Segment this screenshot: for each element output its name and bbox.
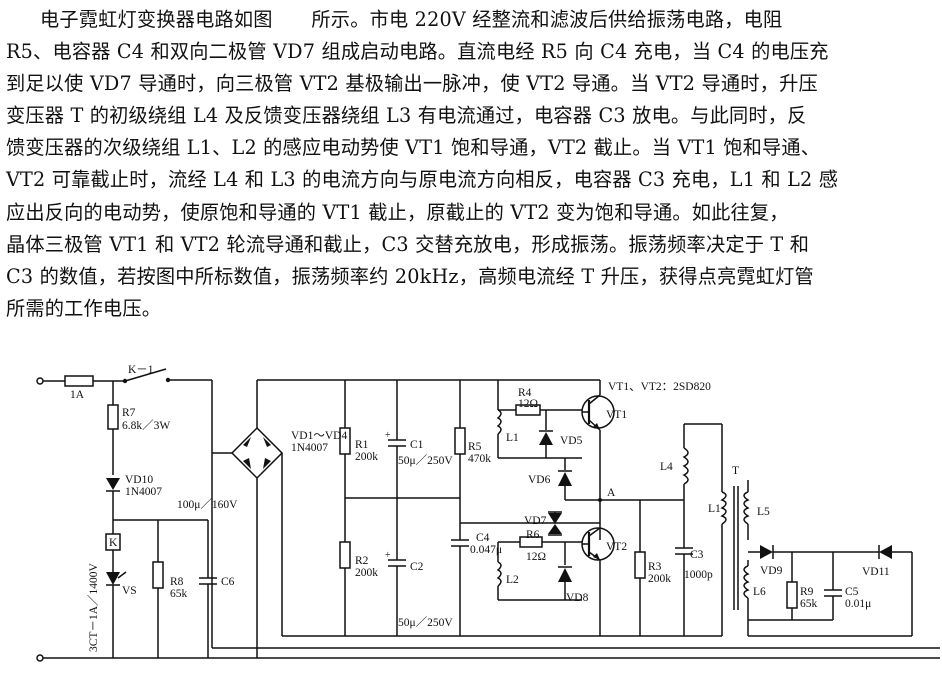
- r1-value: 200k: [355, 451, 378, 463]
- c1-label: C1: [410, 439, 424, 451]
- switch-label: K－1: [128, 364, 154, 376]
- description-line: 馈变压器的次级绕组 L1、L2 的感应电动势使 VT1 饱和导通，VT2 截止。…: [6, 136, 821, 160]
- c6-value: 100μ／160V: [177, 498, 238, 511]
- l5-label: L5: [757, 506, 770, 518]
- description-line: C3 的数值，若按图中所标数值，振荡频率约 20kHz，高频电流经 T 升压，获…: [6, 264, 814, 288]
- bridge-label: VD1～VD4: [291, 430, 347, 442]
- l6-label: L6: [753, 586, 766, 598]
- c6-label: C6: [221, 576, 235, 588]
- c4-label: C4: [476, 532, 490, 544]
- l2-label: L2: [506, 574, 519, 586]
- description-line: 所需的工作电压。: [6, 296, 162, 320]
- output-stage: VD9 VD11 R9 65k C5 0.01μ: [747, 545, 913, 637]
- t-label: T: [732, 465, 739, 477]
- vd8-label: VD8: [566, 592, 589, 604]
- vd10-value: 1N4007: [125, 486, 162, 498]
- r5-label: R5: [468, 441, 482, 453]
- r3-value: 200k: [648, 573, 671, 585]
- vd5-label: VD5: [560, 435, 583, 447]
- c3-label: C3: [690, 549, 704, 561]
- r2-label: R2: [355, 555, 369, 567]
- c4-value: 0.047μ: [470, 544, 502, 556]
- description-line: R5、电容器 C4 和双向二极管 VD7 组成启动电路。直流电经 R5 向 C4…: [6, 40, 829, 64]
- l4-coil: L4: [660, 423, 722, 500]
- description-text: 电子霓虹灯变换器电路如图 所示。市电 220V 经整流和滤波后供给振荡电路，电阻…: [6, 4, 938, 325]
- description-line: 应出反向的电动势，使原饱和导通的 VT1 截止，原截止的 VT2 变为饱和导通。…: [6, 200, 789, 224]
- vs-label: VS: [122, 585, 137, 597]
- c5-label: C5: [845, 586, 859, 598]
- r4-label: R4: [518, 387, 532, 399]
- vt1-drive: L1 R4 12Ω VD5 VD6: [496, 380, 600, 501]
- filter-network: R1 200k R2 200k + + C1 50μ／250V C2 50μ／2…: [282, 380, 600, 637]
- r9-label: R9: [800, 586, 814, 598]
- fuse: 1A: [64, 375, 94, 401]
- bridge-value: 1N4007: [291, 442, 328, 454]
- r8-value: 65k: [170, 588, 188, 600]
- vd7-label: VD7: [524, 515, 547, 527]
- description-line: VT2 可靠截止时，流经 L4 和 L3 的电流方向与原电流方向相反，电容器 C…: [6, 168, 839, 192]
- r1-label: R1: [355, 439, 369, 451]
- c6-capacitor: C6: [199, 520, 235, 658]
- l1t-label: L1: [708, 503, 721, 515]
- r6-label: R6: [526, 529, 540, 541]
- vt1-transistor: VT1 VT1、VT2：2SD820 A: [468, 379, 711, 540]
- fuse-label: 1A: [70, 389, 85, 401]
- vs-value: 3CT－1A／1400V: [87, 563, 100, 652]
- start-circuit: R5 470k C4 0.047μ: [451, 380, 600, 636]
- description-line: 到足以使 VD7 导通时，向三极管 VT2 基极输出一脉冲，使 VT2 导通。当…: [6, 72, 818, 96]
- r7-label: R7: [122, 407, 136, 419]
- r2-value: 200k: [355, 567, 378, 579]
- r9-value: 65k: [800, 598, 818, 610]
- relay-label: K: [109, 537, 118, 549]
- vd9-label: VD9: [760, 565, 783, 577]
- c2-plus: +: [385, 550, 391, 561]
- r3-label: R3: [648, 561, 662, 573]
- vd6-label: VD6: [528, 474, 551, 486]
- vd10-label: VD10: [125, 474, 153, 486]
- r8-label: R8: [170, 576, 184, 588]
- switch-k1: K－1: [122, 364, 171, 384]
- circuit-schematic: 1A K－1 R7 6.8k／3W VD10 1N4007 K VS 3CT－1…: [36, 364, 940, 662]
- c2-value: 50μ／250V: [398, 616, 453, 629]
- bridge-rectifier: VD1～VD4 1N4007: [212, 379, 468, 658]
- left-branch: R7 6.8k／3W VD10 1N4007 K VS 3CT－1A／1400V…: [87, 381, 238, 658]
- r5-value: 470k: [468, 453, 491, 465]
- transistors-label: VT1、VT2：2SD820: [608, 381, 711, 393]
- vt2-label: VT2: [606, 541, 627, 553]
- l1-label: L1: [506, 432, 519, 444]
- description-line: 晶体三极管 VT1 和 VT2 轮流导通和截止，C3 交替充放电，形成振荡。振荡…: [6, 232, 810, 256]
- r4-value: 12Ω: [518, 398, 538, 410]
- vt2-transistor: VT2: [581, 527, 627, 636]
- vt2-drive: VD7 R6 12Ω L2 VD8: [496, 511, 589, 604]
- c3-value: 1000p: [684, 569, 713, 581]
- r3-c3: R3 200k C3 1000p: [600, 499, 722, 637]
- r7-value: 6.8k／3W: [122, 419, 170, 432]
- description-line: 变压器 T 的初级绕组 L4 及反馈变压器绕组 L3 有电流通过，电容器 C3 …: [6, 104, 807, 128]
- c2-label: C2: [410, 561, 424, 573]
- r8-resistor: R8 65k: [152, 520, 188, 658]
- c5-value: 0.01μ: [845, 598, 871, 610]
- transformer-t: L1 T L5 L6: [708, 424, 770, 636]
- vt1-label: VT1: [606, 409, 627, 421]
- input-rails: [36, 377, 940, 662]
- description-line: 电子霓虹灯变换器电路如图 所示。市电 220V 经整流和滤波后供给振荡电路，电阻: [40, 8, 783, 31]
- vd11-label: VD11: [862, 566, 890, 578]
- r6-value: 12Ω: [526, 551, 546, 563]
- c1-plus: +: [385, 430, 391, 441]
- node-a-label: A: [607, 487, 616, 499]
- c1-value: 50μ／250V: [398, 454, 453, 467]
- l4-label: L4: [660, 461, 673, 473]
